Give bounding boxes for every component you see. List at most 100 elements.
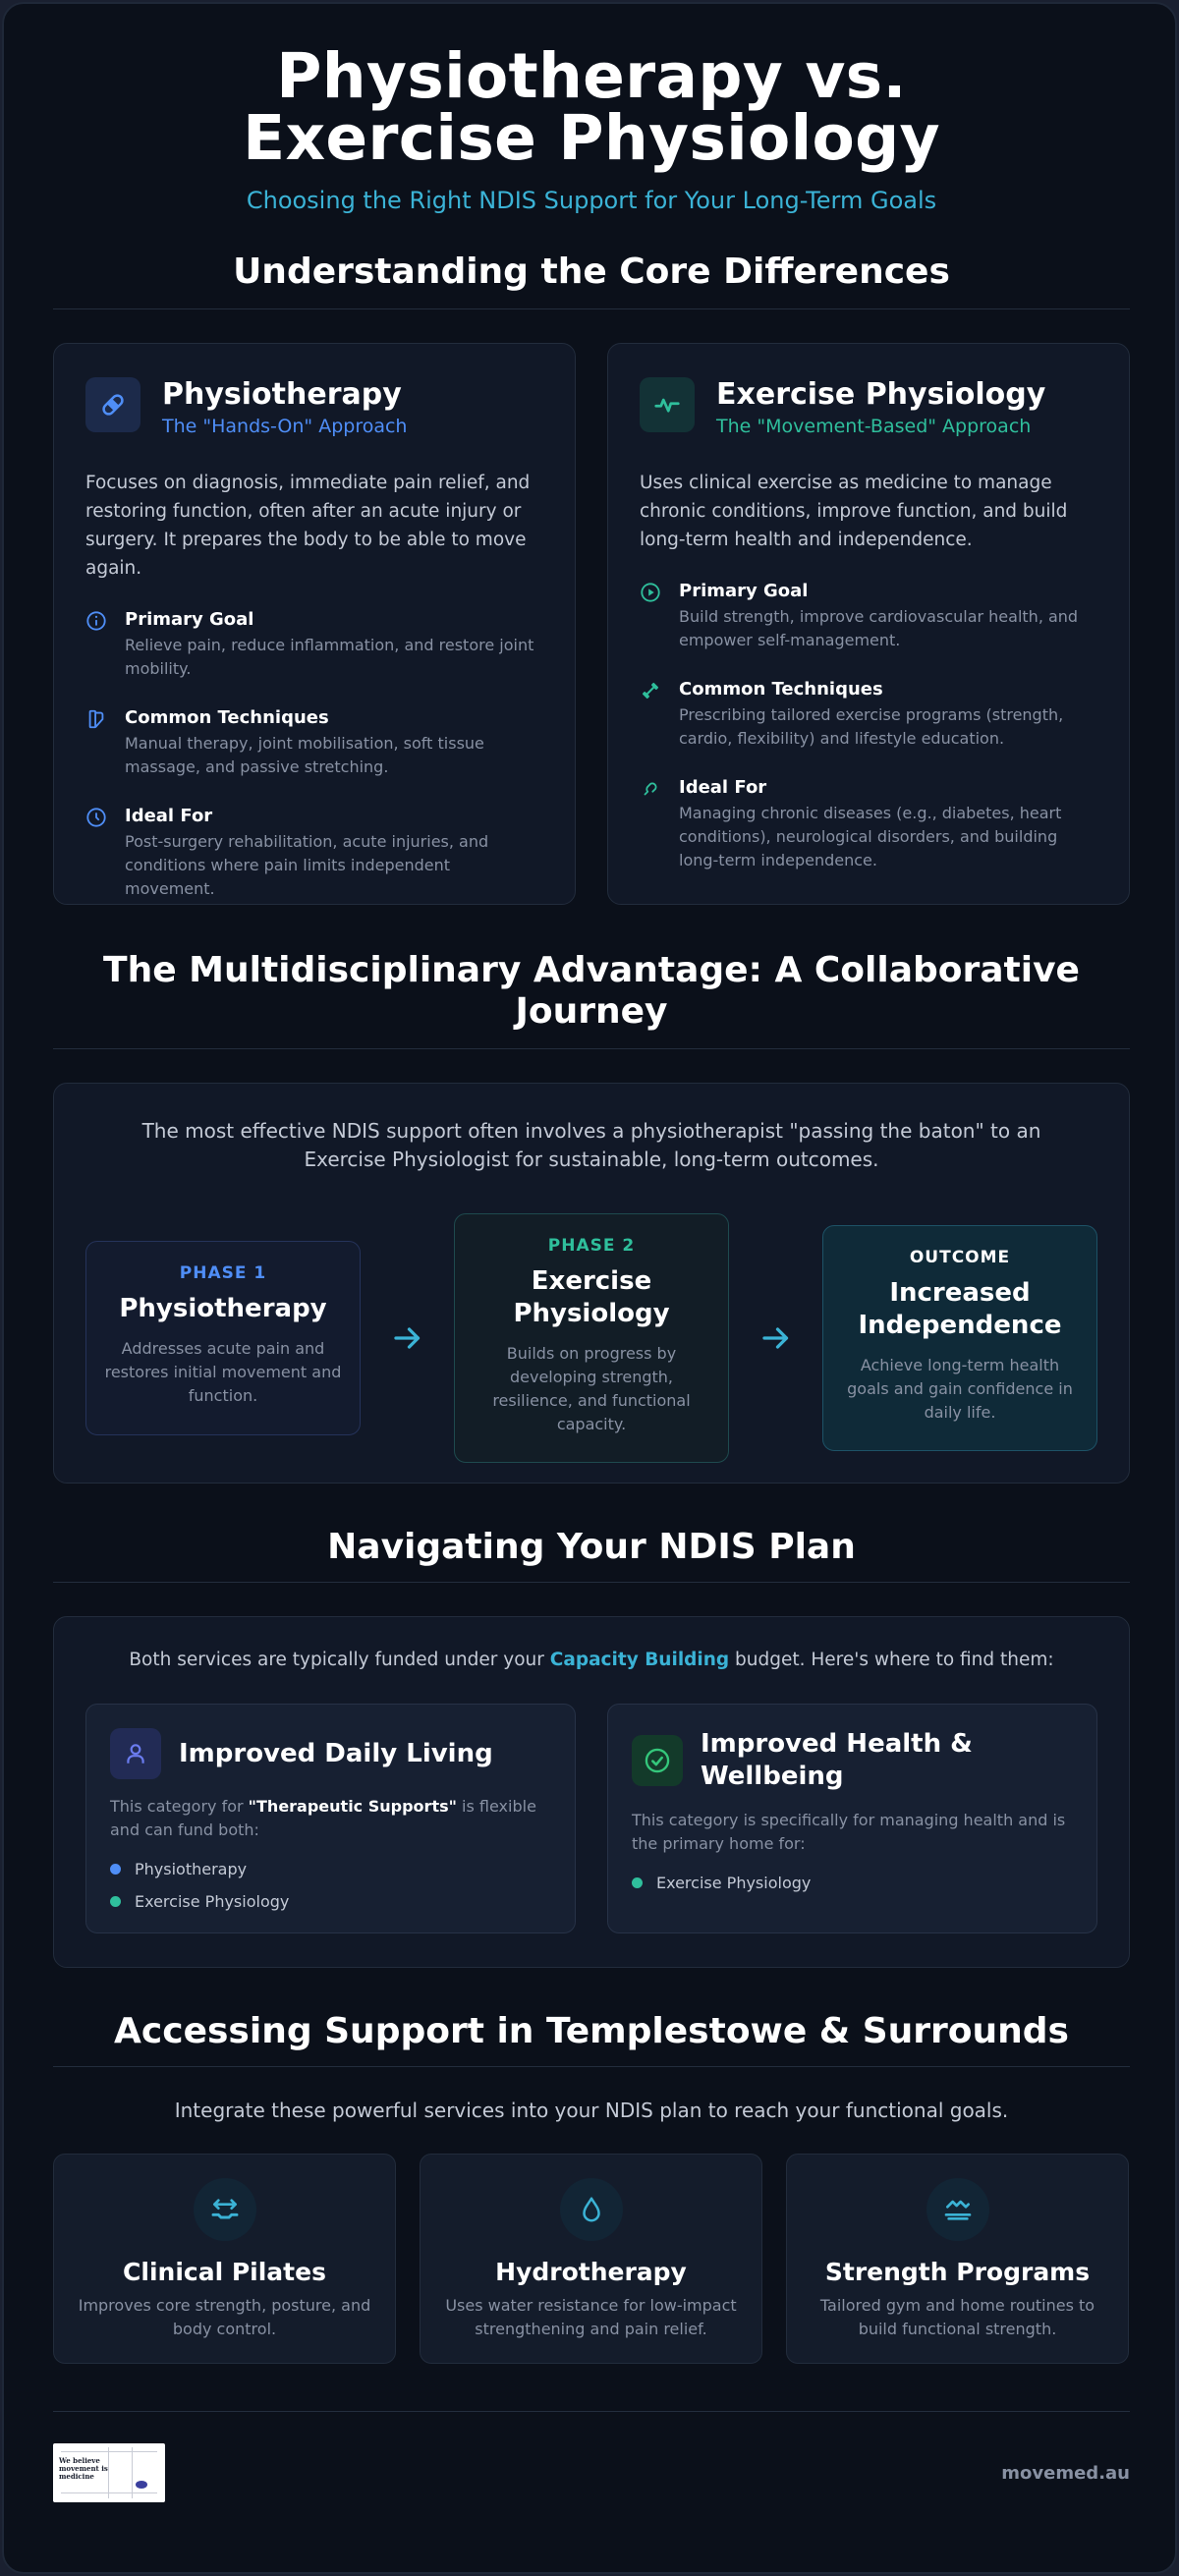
core-section-title: Understanding the Core Differences (233, 252, 950, 292)
plan-intro: Both services are typically funded under… (85, 1647, 1097, 1674)
journey-intro: The most effective NDIS support often in… (141, 1119, 1041, 1171)
phase-title: Exercise Physiology (513, 1266, 670, 1328)
logo-grid-line (108, 2447, 109, 2498)
logo-grid-line (61, 2492, 157, 2493)
check-circle-icon (632, 1735, 683, 1786)
core-cards: Physiotherapy The "Hands-On" Approach Fo… (53, 343, 1130, 905)
plan-intro-text: budget. Here's where to find them: (729, 1650, 1054, 1670)
link-icon (640, 778, 661, 800)
list-item: Physiotherapy (110, 1860, 551, 1878)
feature-text: Relieve pain, reduce inflammation, and r… (125, 636, 534, 678)
header: Physiotherapy vs. Exercise Physiology Ch… (53, 4, 1130, 214)
hand-icon (85, 708, 107, 730)
logo-mark (136, 2481, 147, 2489)
bullet-dot (632, 1877, 643, 1888)
service-title: Clinical Pilates (123, 2258, 326, 2286)
stretch-icon (193, 2178, 256, 2241)
service-text: Tailored gym and home routines to build … (819, 2296, 1095, 2338)
feature-title: Common Techniques (125, 707, 329, 728)
plan-section-title: Navigating Your NDIS Plan (327, 1527, 856, 1567)
phase-text: Addresses acute pain and restores initia… (104, 1339, 342, 1405)
feature-title: Common Techniques (679, 679, 883, 700)
person-icon (110, 1728, 161, 1779)
website-link[interactable]: movemed.au (1001, 2462, 1130, 2484)
divider (53, 308, 1130, 309)
feature-text: Prescribing tailored exercise programs (… (679, 705, 1064, 748)
feature-text: Manual therapy, joint mobilisation, soft… (125, 734, 484, 776)
divider (53, 2411, 1130, 2412)
divider (53, 2066, 1130, 2067)
bandage-icon (85, 377, 140, 432)
feature-title: Ideal For (125, 806, 213, 826)
journey-section-title: The Multidisciplinary Advantage: A Colla… (103, 950, 1080, 1032)
list-item-label: Physiotherapy (135, 1860, 248, 1878)
service-text: Improves core strength, posture, and bod… (78, 2296, 371, 2338)
access-intro: Integrate these powerful services into y… (174, 2099, 1009, 2122)
content: Physiotherapy vs. Exercise Physiology Ch… (53, 4, 1130, 2502)
feature-title: Primary Goal (679, 581, 809, 601)
category-text: is flexible and can fund both: (110, 1797, 536, 1839)
phase-label: PHASE 2 (547, 1236, 636, 1256)
phase-2-card: PHASE 2 Exercise Physiology Builds on pr… (454, 1213, 729, 1463)
phase-label: PHASE 1 (179, 1263, 267, 1283)
strength-icon (926, 2178, 989, 2241)
list-item: Exercise Physiology (632, 1874, 1073, 1892)
plan-categories: Improved Daily Living This category for … (85, 1704, 1097, 1933)
brand-logo[interactable]: We believe movement is medicine (53, 2443, 165, 2502)
phase-title: Physiotherapy (119, 1294, 327, 1323)
plan-card: Both services are typically funded under… (53, 1616, 1130, 1968)
feature-title: Primary Goal (125, 609, 254, 630)
phase-1-card: PHASE 1 Physiotherapy Addresses acute pa… (85, 1241, 361, 1435)
list-item-label: Exercise Physiology (135, 1892, 290, 1911)
card-title: Exercise Physiology (716, 377, 1046, 412)
journey-card: The most effective NDIS support often in… (53, 1083, 1130, 1484)
category-title: Improved Daily Living (179, 1738, 493, 1768)
capacity-building-highlight: Capacity Building (549, 1650, 730, 1670)
logo-grid-line (61, 2451, 157, 2452)
arrow-right-icon (388, 1318, 427, 1358)
card-tagline: The "Hands-On" Approach (162, 416, 408, 437)
phase-flow: PHASE 1 Physiotherapy Addresses acute pa… (85, 1213, 1097, 1463)
bullet-dot (110, 1896, 121, 1907)
therapeutic-supports: "Therapeutic Supports" (248, 1797, 457, 1816)
arrow-right-icon (757, 1318, 796, 1358)
card-description: Focuses on diagnosis, immediate pain rel… (85, 473, 531, 579)
bullet-dot (110, 1864, 121, 1875)
category-health-wellbeing: Improved Health & Wellbeing This categor… (607, 1704, 1097, 1933)
footer: We believe movement is medicine movemed.… (53, 2443, 1130, 2502)
plan-intro-text: Both services are typically funded under… (129, 1650, 550, 1670)
service-cards: Clinical Pilates Improves core strength,… (53, 2154, 1130, 2364)
service-text: Uses water resistance for low-impact str… (445, 2296, 737, 2338)
exercise-physiology-card: Exercise Physiology The "Movement-Based"… (607, 343, 1130, 905)
phase-text: Achieve long-term health goals and gain … (847, 1356, 1073, 1422)
feature-title: Ideal For (679, 777, 767, 798)
list-item-label: Exercise Physiology (656, 1874, 812, 1892)
card-title: Physiotherapy (162, 377, 402, 412)
play-circle-icon (640, 582, 661, 603)
phase-text: Builds on progress by developing strengt… (492, 1344, 691, 1433)
category-text: This category for (110, 1797, 249, 1816)
card-tagline: The "Movement-Based" Approach (716, 416, 1032, 437)
list-item: Exercise Physiology (110, 1892, 551, 1911)
access-section-title: Accessing Support in Templestowe & Surro… (114, 2011, 1069, 2051)
card-description: Uses clinical exercise as medicine to ma… (640, 473, 1068, 550)
dumbbell-icon (640, 680, 661, 701)
water-drop-icon (559, 2178, 623, 2241)
category-description: This category for "Therapeutic Supports"… (110, 1795, 551, 1842)
service-strength-programs: Strength Programs Tailored gym and home … (786, 2154, 1129, 2364)
logo-text: We believe movement is medicine (59, 2456, 108, 2481)
phase-label: OUTCOME (909, 1248, 1011, 1267)
outcome-card: OUTCOME Increased Independence Achieve l… (822, 1225, 1097, 1451)
phase-title: Increased Independence (858, 1278, 1062, 1340)
divider (53, 1048, 1130, 1049)
logo-grid-line (132, 2447, 133, 2498)
activity-icon (640, 377, 695, 432)
service-title: Hydrotherapy (495, 2258, 687, 2286)
service-title: Strength Programs (824, 2258, 1091, 2286)
